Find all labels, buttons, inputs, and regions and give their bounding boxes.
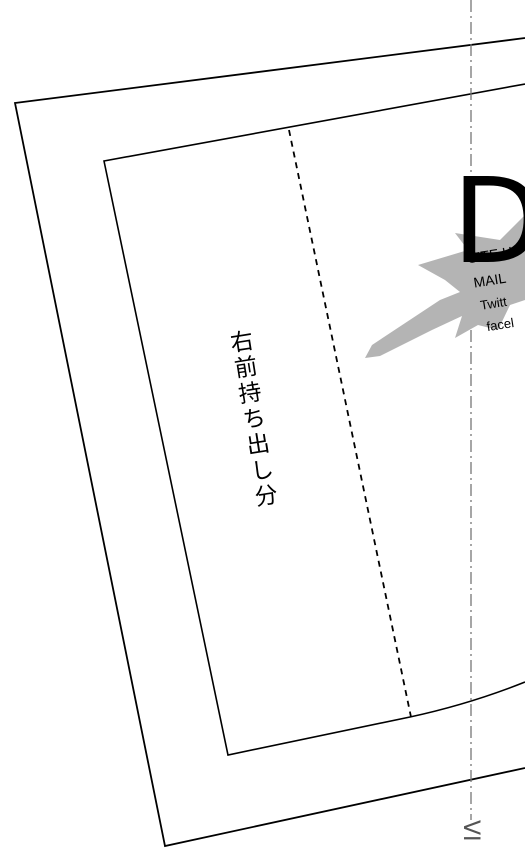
- contact-mail-line: MAIL: [472, 270, 507, 291]
- contact-facebook-line: facel: [485, 315, 515, 334]
- piece-label: 右前持ち出し分: [224, 328, 280, 512]
- logo-burst-shape: [365, 215, 525, 358]
- placket-dashed-line: [288, 129, 412, 718]
- contact-twitter-line: Twitt: [479, 294, 508, 313]
- contact-site-line: SITE H: [466, 243, 513, 266]
- fold-mark-fragment: VI: [458, 820, 483, 842]
- logo-letter: D: [452, 152, 525, 290]
- contact-info-block: SITE H MAIL Twitt facel: [466, 243, 515, 334]
- outer-seam-allowance-outline: [13, 37, 525, 848]
- inner-finished-line: [103, 83, 525, 756]
